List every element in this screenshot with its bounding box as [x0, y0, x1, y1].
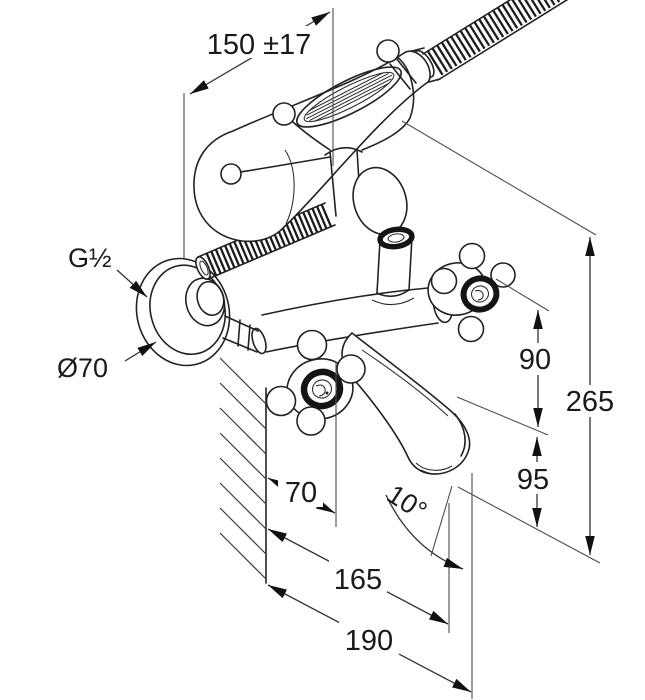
decor-line: [219, 432, 267, 480]
decor-line: [473, 21, 491, 47]
dim-165-label: 165: [334, 564, 382, 596]
spray-face: [296, 66, 402, 128]
decor-line: [233, 241, 245, 265]
decor-line: [426, 50, 444, 76]
decor-line: [431, 47, 449, 73]
diameter-label: Ø70: [57, 353, 108, 383]
decor-line: [530, 0, 542, 15]
extension-line: [457, 486, 601, 564]
decor-line: [496, 6, 514, 32]
decor-line: [219, 246, 231, 270]
diverter-knob: [371, 226, 415, 306]
dim-265-label: 265: [566, 386, 614, 418]
handle-ball: [457, 315, 485, 343]
decor-line: [537, 0, 547, 12]
mixer-assembly: [135, 0, 569, 475]
angle-reference-line: [430, 485, 453, 557]
decor-line: [511, 0, 528, 24]
decor-line: [543, 0, 551, 9]
decor-line: [288, 217, 300, 241]
angle-arc: [385, 494, 464, 570]
decor-line: [492, 9, 509, 35]
decor-line: [219, 457, 267, 505]
decor-line: [320, 204, 333, 228]
hand-shower: [193, 50, 431, 243]
decor-line: [219, 507, 267, 555]
decor-line: [436, 44, 453, 70]
decor-line: [487, 12, 505, 38]
thread-leader: [116, 269, 148, 298]
decor-line: [311, 207, 323, 231]
union-nut: [222, 315, 267, 355]
decor-line: [219, 407, 267, 455]
angle-label: 10°: [382, 479, 433, 526]
decor-line: [550, 0, 556, 6]
decor-line: [219, 357, 267, 405]
dim-190-label: 190: [345, 625, 393, 657]
shower-hose-upper: [407, 0, 569, 83]
dim-90-label: 90: [519, 344, 551, 376]
handle-ball: [296, 406, 326, 436]
decor-line: [445, 38, 463, 64]
decor-line: [464, 27, 481, 53]
right-cross-handle: [427, 242, 516, 343]
decor-line: [210, 250, 222, 274]
decor-line: [306, 209, 319, 233]
decor-line: [440, 41, 458, 67]
decor-line: [468, 24, 486, 50]
extension-line: [495, 278, 550, 312]
decor-line: [315, 206, 328, 229]
decor-line: [501, 3, 519, 29]
extension-line: [456, 396, 549, 436]
handle-ball: [458, 242, 486, 270]
decor-line: [219, 482, 267, 530]
decor-line: [219, 382, 267, 430]
decor-line: [228, 243, 241, 267]
dimension-annotations: 150 ±17 G½ Ø70 90 265 95 70 10° 165 190: [57, 8, 620, 699]
handle-ball: [265, 385, 297, 417]
decor-line: [223, 245, 236, 268]
handle-ball: [296, 329, 328, 361]
decor-line: [214, 248, 227, 272]
decor-line: [506, 0, 523, 26]
decor-line: [292, 215, 305, 239]
dim-95-label: 95: [517, 464, 549, 496]
wall-hatching: [219, 357, 267, 584]
handle-ball: [490, 262, 516, 288]
decor-line: [482, 15, 500, 41]
thread-label: G½: [68, 243, 112, 273]
decor-line: [517, 0, 533, 21]
decor-line: [205, 252, 218, 276]
handle-ball: [336, 354, 366, 384]
decor-line: [302, 211, 314, 235]
decor-line: [237, 239, 250, 263]
dim-70-label: 70: [285, 477, 317, 509]
spout: [341, 332, 471, 475]
decor-line: [454, 32, 472, 58]
dim-150-label: 150 ±17: [207, 29, 312, 61]
decor-line: [459, 30, 477, 55]
decor-line: [219, 532, 267, 580]
handle-ball: [430, 267, 458, 295]
decor-line: [478, 18, 495, 44]
wall-flange: [135, 257, 231, 367]
decor-line: [297, 213, 310, 237]
diameter-leader: [124, 341, 157, 362]
extension-line: [401, 120, 597, 236]
decor-line: [524, 0, 537, 18]
decor-line: [450, 35, 467, 61]
